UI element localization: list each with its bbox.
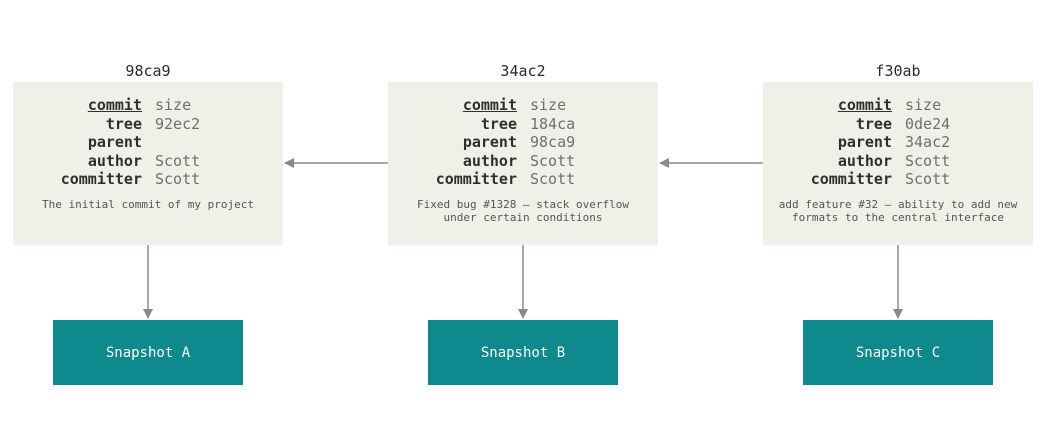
field-row-parent: parent 98ca9 <box>388 133 658 152</box>
field-value: Scott <box>155 170 201 188</box>
field-key: author <box>837 151 892 170</box>
field-value: Scott <box>530 170 576 188</box>
field-key: parent <box>462 133 517 151</box>
field-value: size <box>905 96 942 114</box>
field-value: 92ec2 <box>155 114 201 133</box>
snapshot-b-box: Snapshot B <box>428 320 618 385</box>
commit-object-box: commit size tree 0de24 parent 34ac2 auth… <box>763 82 1033 245</box>
field-row-commit: commit size <box>13 96 283 115</box>
field-row-tree: tree 92ec2 <box>13 115 283 134</box>
field-value: Scott <box>905 170 951 188</box>
field-row-tree: tree 0de24 <box>763 115 1033 134</box>
field-value: Scott <box>530 151 576 170</box>
field-row-parent: parent 34ac2 <box>763 133 1033 152</box>
field-key: author <box>462 151 517 170</box>
commit-message: add feature #32 — ability to add new for… <box>778 197 1018 224</box>
commit-object-box: commit size tree 92ec2 parent author Sco… <box>13 82 283 245</box>
field-value: Scott <box>905 151 951 170</box>
field-key: tree <box>105 114 142 133</box>
field-key: commit <box>462 96 517 114</box>
snapshot-c-box: Snapshot C <box>803 320 993 385</box>
field-value: 98ca9 <box>530 133 576 151</box>
commit-hash: 98ca9 <box>125 62 171 80</box>
field-key: parent <box>837 133 892 151</box>
field-row-tree: tree 184ca <box>388 115 658 134</box>
field-row-commit: commit size <box>763 96 1033 115</box>
field-row-committer: committer Scott <box>763 170 1033 189</box>
field-row-author: author Scott <box>388 152 658 171</box>
commit-node-1: 98ca9 commit size tree 92ec2 parent auth… <box>13 60 283 245</box>
field-value: 184ca <box>530 114 576 133</box>
field-value: 0de24 <box>905 114 951 133</box>
field-key: tree <box>855 114 892 133</box>
field-key: committer <box>810 170 892 188</box>
snapshot-a-box: Snapshot A <box>53 320 243 385</box>
field-value: Scott <box>155 151 201 170</box>
field-key: committer <box>60 170 142 188</box>
commit-hash: f30ab <box>875 62 921 80</box>
commit-hash: 34ac2 <box>500 62 546 80</box>
field-key: parent <box>87 133 142 151</box>
field-key: commit <box>87 96 142 114</box>
field-key: commit <box>837 96 892 114</box>
field-row-committer: committer Scott <box>388 170 658 189</box>
commit-node-2: 34ac2 commit size tree 184ca parent 98ca… <box>388 60 658 245</box>
field-row-author: author Scott <box>13 152 283 171</box>
commit-node-3: f30ab commit size tree 0de24 parent 34ac… <box>763 60 1033 245</box>
field-key: tree <box>480 114 517 133</box>
field-value: 34ac2 <box>905 133 951 151</box>
commit-message: Fixed bug #1328 — stack overflow under c… <box>417 197 629 224</box>
field-row-author: author Scott <box>763 152 1033 171</box>
field-row-parent: parent <box>13 133 283 152</box>
commit-object-box: commit size tree 184ca parent 98ca9 auth… <box>388 82 658 245</box>
field-value: size <box>155 96 192 114</box>
field-row-commit: commit size <box>388 96 658 115</box>
commit-message: The initial commit of my project <box>42 197 254 211</box>
field-row-committer: committer Scott <box>13 170 283 189</box>
field-value: size <box>530 96 567 114</box>
field-key: author <box>87 151 142 170</box>
field-value <box>142 133 155 152</box>
field-key: committer <box>435 170 517 188</box>
